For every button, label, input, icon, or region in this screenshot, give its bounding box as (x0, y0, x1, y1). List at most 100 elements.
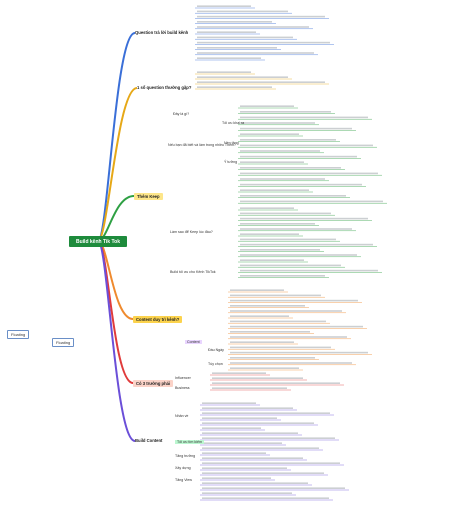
leaf-text-placeholder (202, 417, 277, 419)
leaf-text-placeholder (230, 362, 352, 364)
subtopic[interactable]: Nhân về (175, 414, 189, 418)
leaf-text-placeholder (202, 457, 303, 459)
leaf-text-placeholder (240, 243, 373, 246)
subtopic[interactable]: Tăng trưởng (175, 454, 196, 458)
leaf-text-placeholder (212, 377, 303, 379)
subtopic[interactable]: Nền tảng (224, 141, 239, 145)
leaf-text-placeholder (202, 407, 293, 409)
leaf-text-placeholder (212, 372, 266, 374)
subtopic[interactable]: Xây dựng (175, 466, 191, 470)
leaf-text-placeholder (197, 81, 325, 83)
subtopic[interactable]: Tối ưu tìm kiếm (175, 440, 204, 444)
subtopic[interactable]: Ý tưởng (224, 160, 238, 164)
leaf-text-placeholder (230, 341, 294, 343)
leaf-text-placeholder (212, 382, 340, 384)
leaf-text-placeholder (240, 155, 357, 158)
leaf-text-placeholder (240, 178, 325, 180)
leaf-text-placeholder (240, 238, 336, 241)
leaf-text-placeholder (240, 150, 320, 152)
branch-ba-truong-phai[interactable]: Có 3 trường phái (133, 380, 174, 387)
leaf-text-placeholder (240, 172, 378, 175)
branch-question-build[interactable]: Question trả lời build kênh (135, 30, 189, 35)
leaf-text-placeholder (197, 10, 288, 13)
subtopic[interactable]: Business (175, 386, 190, 390)
leaf-text-placeholder (230, 325, 363, 328)
leaf-text-placeholder (240, 200, 383, 203)
leaf-text-placeholder (240, 212, 331, 215)
subtopic[interactable]: Làm sao để Keep lúc đầu? (170, 230, 213, 234)
branch-connector (97, 240, 136, 442)
leaf-text-placeholder (240, 122, 315, 124)
leaf-text-placeholder (202, 422, 314, 424)
branch-build-content[interactable]: Build Content (135, 438, 163, 443)
leaf-text-placeholder (240, 195, 346, 197)
subtopic[interactable]: Tối ưu khai ra (222, 121, 245, 125)
floating-topic-2[interactable]: Floating (52, 338, 75, 347)
leaf-text-placeholder (240, 133, 299, 135)
leaf-text-placeholder (230, 315, 289, 317)
leaf-text-placeholder (212, 387, 287, 389)
subtopic[interactable]: Nếu bạn đã biết và làm trong nhiều Thêm? (168, 143, 237, 147)
subtopic[interactable]: Tăng View (175, 478, 192, 482)
leaf-text-placeholder (240, 207, 294, 209)
leaf-text-placeholder (197, 31, 256, 33)
leaf-text-placeholder (240, 161, 304, 163)
leaf-text-placeholder (197, 86, 272, 88)
leaf-text-placeholder (240, 228, 352, 230)
leaf-text-placeholder (240, 189, 309, 191)
leaf-text-placeholder (202, 462, 340, 464)
leaf-text-placeholder (202, 467, 287, 469)
leaf-text-placeholder (230, 351, 368, 354)
leaf-text-placeholder (240, 183, 362, 186)
branch-them-keep[interactable]: Thêm Keep (134, 193, 163, 200)
subtopic[interactable]: Tùy chọn (208, 362, 223, 366)
subtopic[interactable]: Build tối ưu cho Kênh TikTok (170, 270, 216, 274)
leaf-text-placeholder (197, 76, 288, 78)
leaf-text-placeholder (240, 167, 341, 169)
leaf-text-placeholder (197, 5, 251, 7)
leaf-text-placeholder (240, 254, 357, 256)
leaf-text-placeholder (240, 217, 368, 220)
leaf-text-placeholder (197, 71, 251, 73)
floating-topic-1[interactable]: Floating (7, 330, 30, 339)
leaf-text-placeholder (202, 492, 292, 494)
leaf-text-placeholder (240, 111, 331, 113)
leaf-text-placeholder (240, 275, 325, 277)
subtopic[interactable]: Đầu Ngày (208, 348, 224, 352)
leaf-text-placeholder (197, 26, 309, 28)
leaf-text-placeholder (202, 477, 271, 479)
leaf-text-placeholder (240, 259, 304, 261)
leaf-text-placeholder (202, 402, 256, 404)
subtopic[interactable]: Content (185, 340, 202, 344)
subtopic[interactable]: Đây là gì? (173, 112, 190, 116)
leaf-text-placeholder (230, 336, 347, 338)
leaf-text-placeholder (240, 116, 368, 119)
leaf-text-placeholder (240, 105, 294, 107)
leaf-text-placeholder (197, 52, 314, 54)
leaf-text-placeholder (240, 144, 373, 147)
leaf-text-placeholder (202, 497, 329, 499)
leaf-text-placeholder (240, 249, 320, 251)
leaf-text-placeholder (197, 21, 272, 23)
leaf-text-placeholder (230, 320, 326, 323)
leaf-text-placeholder (230, 294, 321, 297)
leaf-text-placeholder (240, 223, 315, 225)
branch-content-duy-tri[interactable]: Content duy trì kênh? (133, 316, 183, 323)
leaf-text-placeholder (197, 41, 330, 44)
leaf-text-placeholder (202, 472, 324, 474)
leaf-text-placeholder (202, 447, 319, 449)
leaf-text-placeholder (202, 427, 261, 429)
leaf-text-placeholder (202, 437, 335, 439)
leaf-text-placeholder (230, 346, 331, 349)
leaf-text-placeholder (240, 269, 378, 272)
subtopic[interactable]: Influencer (175, 376, 191, 380)
branch-common-questions[interactable]: 1 số question thường gặp? (137, 85, 192, 90)
leaf-text-placeholder (202, 482, 308, 484)
leaf-text-placeholder (230, 310, 342, 312)
leaf-text-placeholder (230, 299, 358, 302)
leaf-text-placeholder (230, 289, 284, 291)
root-topic[interactable]: Build kênh Tik Tok (69, 236, 127, 247)
branch-connector (97, 87, 138, 242)
leaf-text-placeholder (240, 127, 352, 130)
